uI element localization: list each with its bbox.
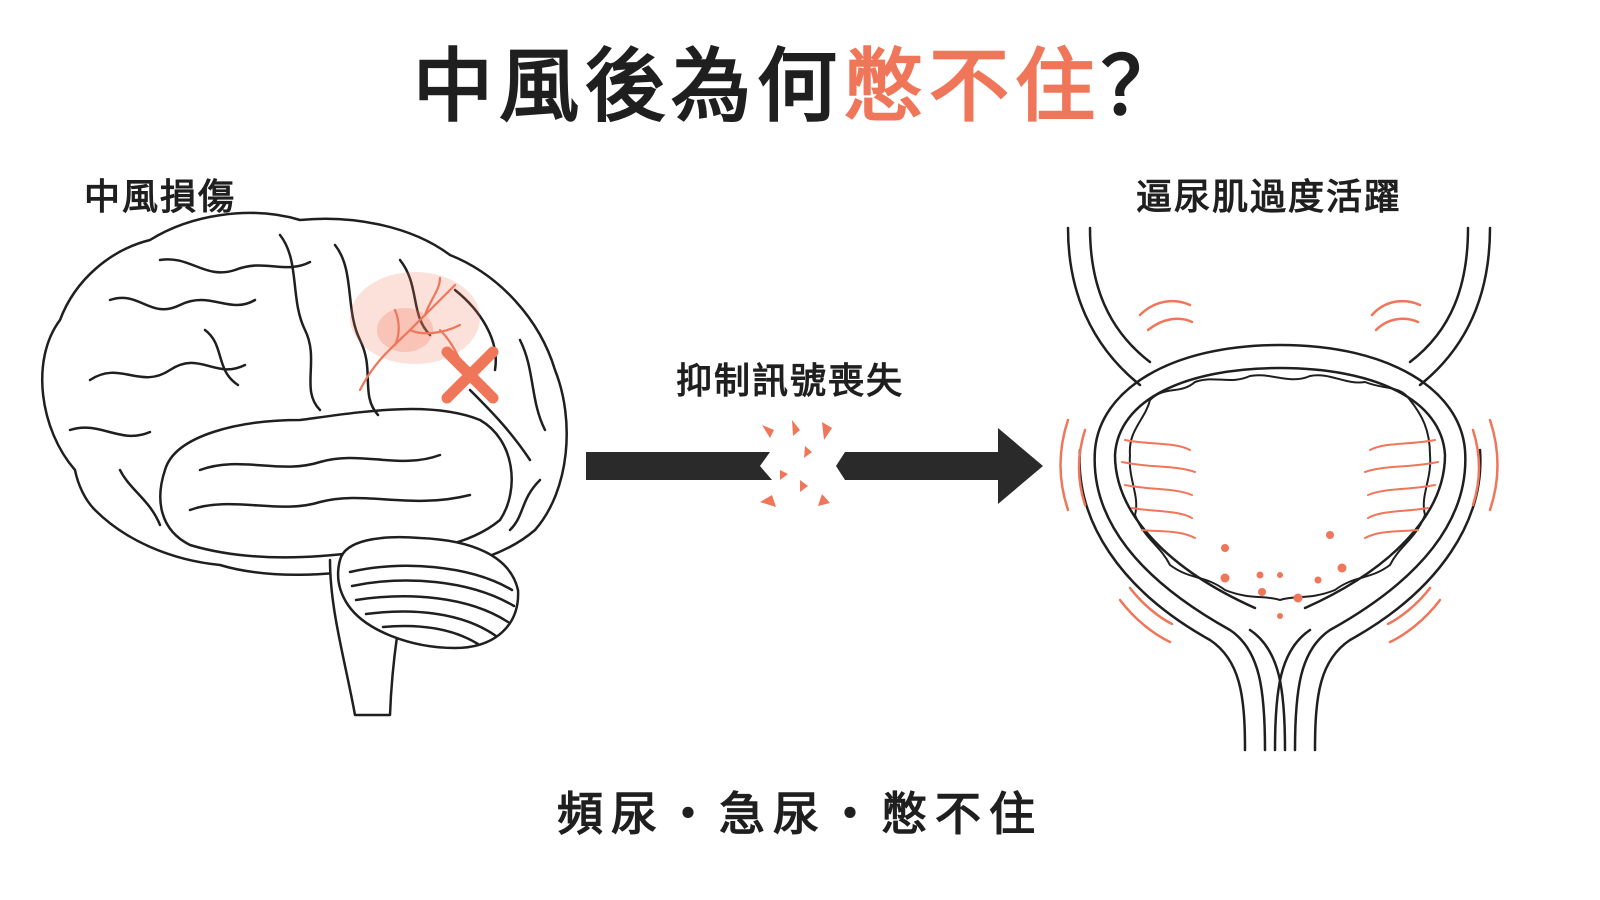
urine-droplets <box>1220 531 1347 619</box>
cerebellum <box>336 535 520 650</box>
brain-label: 中風損傷 <box>84 177 237 218</box>
bladder-illustration <box>1066 226 1492 752</box>
overactivity-vibration-lines <box>1059 299 1499 644</box>
title-highlight: 憋不住 <box>843 40 1101 133</box>
bladder-label: 逼尿肌過度活躍 <box>1136 177 1403 218</box>
brain-illustration <box>41 211 568 717</box>
title-suffix: ？ <box>1101 40 1187 133</box>
detrusor-contraction-lines <box>1121 439 1439 539</box>
signal-break-fragments <box>760 420 832 507</box>
broken-signal-arrow <box>586 420 1043 507</box>
stroke-lesion <box>350 272 480 392</box>
symptoms-text: 頻尿・急尿・憋不住 <box>557 787 1043 841</box>
page-title: 中風後為何憋不住？ <box>0 22 1600 138</box>
damage-x-icon <box>441 346 499 404</box>
signal-label: 抑制訊號喪失 <box>676 361 905 402</box>
title-prefix: 中風後為何 <box>413 40 843 133</box>
